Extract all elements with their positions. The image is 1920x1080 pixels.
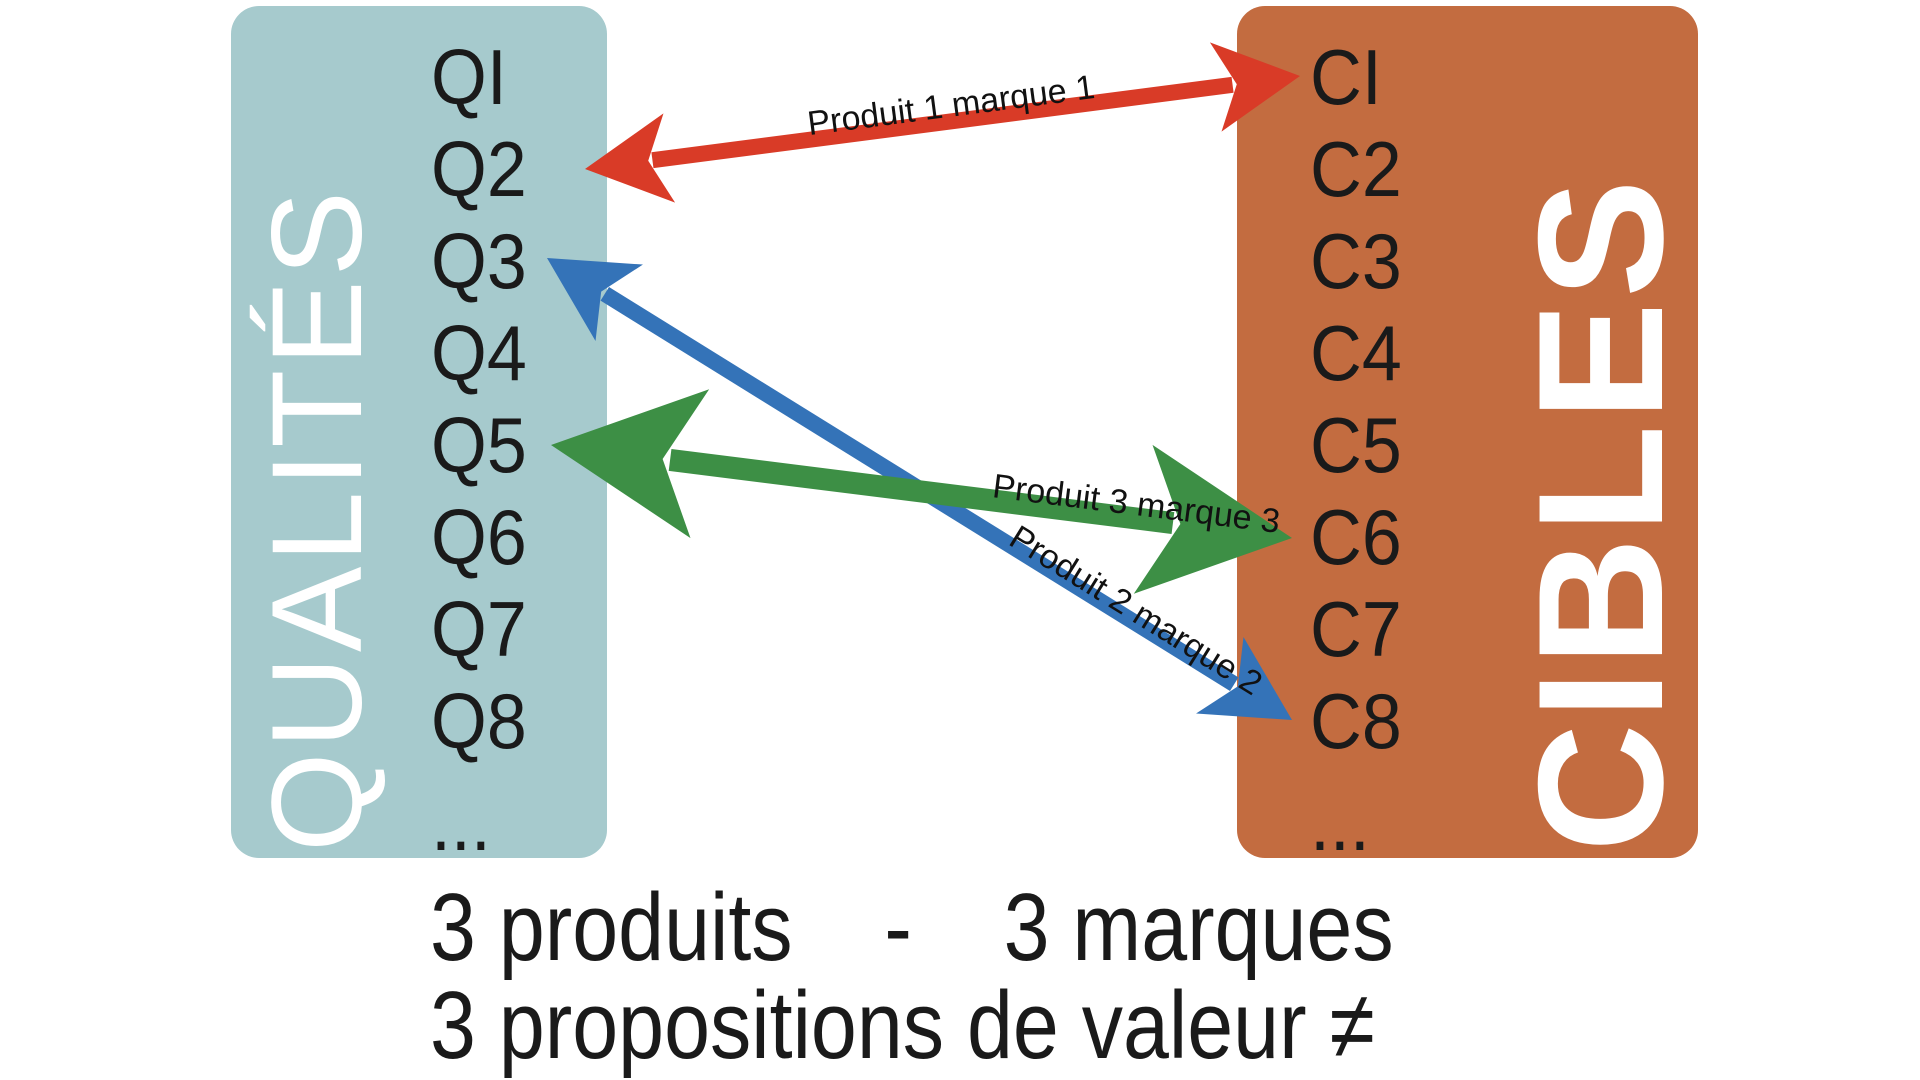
arrowhead-icon: [547, 258, 643, 342]
qualites-item: Q3: [431, 217, 527, 305]
cibles-item: CI: [1310, 33, 1382, 121]
arrow-shaft: [668, 449, 1175, 534]
cibles-item: C8: [1310, 677, 1402, 765]
arrowhead-icon: [585, 113, 676, 203]
arrowhead-icon: [1196, 636, 1292, 720]
caption-line-2: 3 propositions de valeur ≠: [430, 972, 1375, 1079]
cibles-item: C7: [1310, 585, 1402, 673]
qualites-item: Q5: [431, 401, 527, 489]
arrow-label: Produit 1 marque 1: [805, 68, 1097, 143]
arrow-1: Produit 1 marque 1: [585, 42, 1300, 203]
qualites-item: Q8: [431, 677, 527, 765]
cibles-item: C3: [1310, 217, 1402, 305]
qualites-item: Q7: [431, 585, 527, 673]
arrowhead-icon: [1209, 42, 1300, 132]
cibles-item: ...: [1310, 779, 1370, 867]
cibles-panel: [1237, 6, 1698, 858]
qualites-item: Q2: [431, 125, 527, 213]
cibles-item: C6: [1310, 493, 1402, 581]
cibles-item: C5: [1310, 401, 1402, 489]
qualites-item: Q6: [431, 493, 527, 581]
qualites-panel: [231, 6, 607, 858]
arrowhead-icon: [1133, 444, 1292, 594]
qualites-item: QI: [431, 33, 507, 121]
arrow-3: Produit 3 marque 3: [551, 389, 1292, 594]
arrow-shaft: [651, 76, 1234, 169]
arrowhead-icon: [551, 389, 710, 539]
qualites-item: ...: [431, 779, 491, 867]
cibles-item: C4: [1310, 309, 1402, 397]
qualites-item: Q4: [431, 309, 527, 397]
caption-line-1: 3 produits - 3 marques: [430, 874, 1394, 981]
cibles-item: C2: [1310, 125, 1402, 213]
